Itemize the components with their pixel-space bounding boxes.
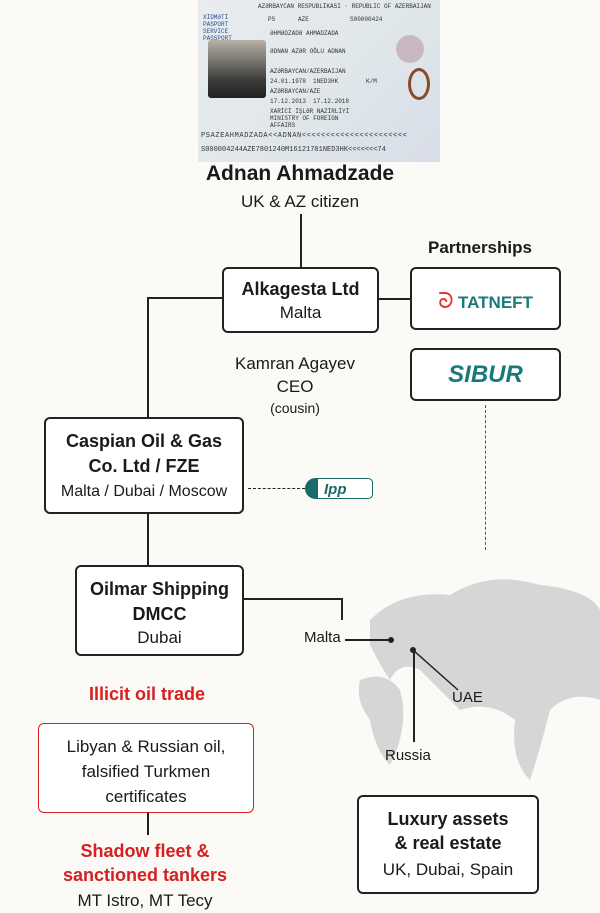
illicit-title: Illicit oil trade bbox=[88, 684, 206, 704]
connector bbox=[341, 598, 343, 620]
tatneft-drop-icon: ᘐ bbox=[438, 288, 454, 313]
connector bbox=[413, 650, 459, 691]
dashed-connector bbox=[485, 405, 486, 550]
passport-personal-no: 1NED3HK bbox=[313, 78, 339, 85]
passport-surname: ƏHMƏDZADƏ AHMADZADA bbox=[270, 30, 339, 37]
sibur-logo: SIBUR bbox=[410, 348, 561, 401]
passport-pob: AZƏRBAYCAN/AZE bbox=[270, 88, 321, 95]
connector bbox=[300, 214, 302, 268]
map-label-malta: Malta bbox=[304, 629, 341, 646]
illicit-box: Libyan & Russian oil, falsified Turkmen … bbox=[38, 723, 254, 813]
passport-issue: 17.12.2013 bbox=[270, 98, 307, 105]
person-citizenship: UK & AZ citizen bbox=[240, 192, 360, 211]
connector bbox=[147, 297, 149, 417]
connector bbox=[345, 639, 390, 641]
alkagesta-name: Alkagesta Ltd bbox=[241, 279, 360, 299]
connector bbox=[244, 598, 342, 600]
shadow-title-1: Shadow fleet & bbox=[80, 841, 210, 861]
connector bbox=[147, 297, 222, 299]
connector bbox=[413, 650, 415, 742]
dashed-connector bbox=[248, 488, 305, 489]
shadow-title-2: sanctioned tankers bbox=[62, 865, 228, 885]
alkagesta-location: Malta bbox=[279, 303, 322, 322]
map-label-russia: Russia bbox=[385, 747, 431, 764]
passport-expiry: 17.12.2018 bbox=[313, 98, 350, 105]
passport-nationality: AZƏRBAYCAN/AZERBAIJAN bbox=[270, 68, 346, 75]
malta-dot bbox=[388, 637, 394, 643]
passport-type-label: XİDMƏTİ PASPORT SERVICE PASSPORT bbox=[203, 14, 232, 42]
luxury-box: Luxury assets & real estate UK, Dubai, S… bbox=[357, 795, 539, 894]
oilmar-location: Dubai bbox=[137, 628, 182, 647]
tatneft-text: TATNEFT bbox=[458, 293, 533, 312]
luxury-locations: UK, Dubai, Spain bbox=[382, 860, 514, 879]
oilmar-box: Oilmar Shipping DMCC Dubai bbox=[75, 565, 244, 656]
passport-given: ƏDNAN AZƏR OĞLU ADNAN bbox=[270, 48, 346, 55]
caspian-box: Caspian Oil & Gas Co. Ltd / FZE Malta / … bbox=[44, 417, 244, 514]
passport-image: AZƏRBAYCAN RESPUBLİKASI · REPUBLIC OF AZ… bbox=[198, 0, 440, 162]
ceo-name: Kamran Agayev bbox=[234, 354, 355, 373]
passport-dob: 24.01.1978 bbox=[270, 78, 307, 85]
shadow-tankers: MT Istro, MT Tecy bbox=[77, 891, 213, 910]
passport-country: AZE bbox=[298, 16, 309, 23]
illicit-line: certificates bbox=[105, 787, 187, 806]
ceo-relation: (cousin) bbox=[270, 400, 320, 416]
passport-photo bbox=[208, 40, 266, 98]
illicit-line: Libyan & Russian oil, bbox=[66, 737, 226, 756]
alkagesta-box: Alkagesta Ltd Malta bbox=[222, 267, 379, 333]
ceo-role: CEO bbox=[276, 377, 314, 396]
passport-authority: XARİCİ İŞLƏR NAZİRLİYİ MINISTRY OF FOREI… bbox=[270, 108, 350, 129]
world-map bbox=[358, 579, 600, 780]
luxury-title-1: Luxury assets bbox=[387, 809, 509, 829]
caspian-name-2: Co. Ltd / FZE bbox=[88, 456, 200, 476]
connector bbox=[147, 813, 149, 835]
person-name: Adnan Ahmadzade bbox=[205, 162, 395, 185]
passport-sex: K/M bbox=[366, 78, 377, 85]
partnerships-title: Partnerships bbox=[428, 238, 532, 257]
illicit-line: falsified Turkmen bbox=[81, 762, 211, 781]
oilmar-name-1: Oilmar Shipping bbox=[89, 579, 229, 599]
luxury-title-2: & real estate bbox=[394, 833, 502, 853]
passport-paisley-icon bbox=[408, 68, 430, 100]
passport-header: AZƏRBAYCAN RESPUBLİKASI · REPUBLIC OF AZ… bbox=[258, 3, 431, 10]
passport-mrz-1: PSAZEAHMADZADA<<ADNAN<<<<<<<<<<<<<<<<<<<… bbox=[201, 132, 408, 140]
passport-seal-icon bbox=[396, 35, 424, 63]
passport-number: S00000424 bbox=[350, 16, 383, 23]
connector bbox=[147, 514, 149, 565]
passport-type: PS bbox=[268, 16, 276, 23]
oilmar-name-2: DMCC bbox=[132, 604, 187, 624]
passport-mrz-2: S000004244AZE7801240M16121701NED3HK<<<<<… bbox=[201, 146, 386, 154]
caspian-location: Malta / Dubai / Moscow bbox=[60, 483, 228, 500]
map-label-uae: UAE bbox=[452, 689, 483, 706]
ipp-logo: Ipp bbox=[305, 478, 373, 499]
tatneft-logo: ᘐ TATNEFT bbox=[410, 267, 561, 330]
caspian-name-1: Caspian Oil & Gas bbox=[65, 431, 223, 451]
connector bbox=[379, 298, 410, 300]
